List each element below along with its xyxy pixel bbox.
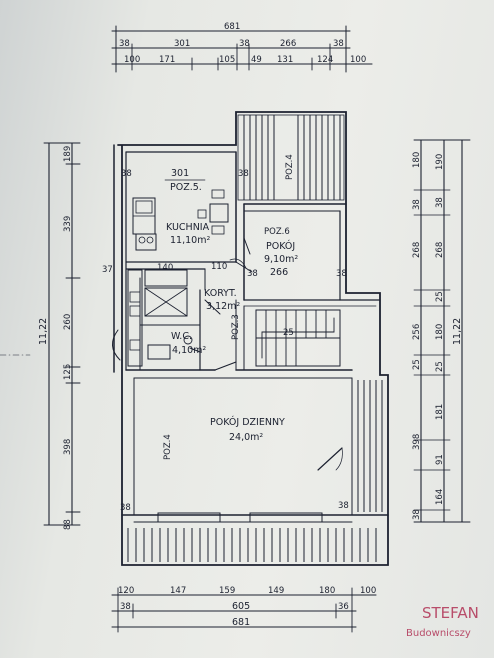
bottom-dimensions: 120 147 159 149 180 100 38 605 36 681 xyxy=(111,586,377,633)
right-dim: 25 xyxy=(435,361,445,372)
wall-thickness-label: 38 xyxy=(247,269,258,279)
left-dim: 339 xyxy=(63,216,73,232)
right-dim: 38 xyxy=(435,197,445,208)
corridor-width-label: 110 xyxy=(211,262,227,272)
door-poz-label: POZ.3 xyxy=(231,314,241,340)
kitchen-name: KUCHNIA xyxy=(166,222,210,233)
bedroom-poz-label: POZ.6 xyxy=(264,227,290,237)
left-dimensions: 11,22 189 339 260 125 398 88 xyxy=(0,142,81,530)
top-dim: 124 xyxy=(317,55,333,65)
wall-thickness-label: 38 xyxy=(121,169,132,179)
wall-thickness-label: 38 xyxy=(238,169,249,179)
bottom-dim: 149 xyxy=(268,586,284,596)
corridor-area: 3,12m² xyxy=(206,301,240,312)
top-dim: 301 xyxy=(174,39,190,49)
terrace-poz-label: POZ.4 xyxy=(285,154,295,180)
top-dim: 100 xyxy=(350,55,366,65)
right-dim: 268 xyxy=(435,242,445,258)
bottom-dim: 159 xyxy=(219,586,235,596)
right-dimensions: 180 38 268 256 25 398 38 190 38 268 25 1… xyxy=(412,139,471,523)
top-dim: 49 xyxy=(251,55,262,65)
top-total-dim: 681 xyxy=(224,22,240,32)
bottom-dim: 180 xyxy=(319,586,335,596)
bottom-dim: 147 xyxy=(170,586,186,596)
right-dim: 180 xyxy=(435,324,445,340)
building-walls xyxy=(113,111,389,566)
wall-thickness-label: 38 xyxy=(120,503,131,513)
room-labels: 301 POZ.5. KUCHNIA 11,10m² POZ.6 POKÓJ 9… xyxy=(102,168,349,513)
right-dim: 268 xyxy=(412,242,422,258)
top-dimensions: 681 38 301 38 266 38 100 171 105 49 131 … xyxy=(111,22,373,73)
bottom-dim: 605 xyxy=(232,601,250,612)
doors xyxy=(189,237,343,471)
right-dim: 190 xyxy=(435,154,445,170)
right-total-dim: 11,22 xyxy=(452,318,463,345)
bottom-dim: 36 xyxy=(338,602,349,612)
left-dim: 189 xyxy=(63,146,73,162)
bedroom-width-label: 266 xyxy=(270,267,288,278)
kitchen-area: 11,10m² xyxy=(170,235,210,246)
left-total-dim: 11,22 xyxy=(38,318,49,345)
living-room-name: POKÓJ DZIENNY xyxy=(210,416,285,428)
kitchen-width-label: 301 xyxy=(171,168,189,179)
stairs-count-label: 25 xyxy=(283,328,294,338)
right-dim: 180 xyxy=(412,152,422,168)
stamp-title: Budownicszy xyxy=(406,628,471,639)
wall-thickness-label: 38 xyxy=(338,501,349,511)
living-room-poz-label: POZ.4 xyxy=(163,434,173,460)
right-dim: 181 xyxy=(435,404,445,420)
right-dim: 398 xyxy=(412,434,422,450)
right-dim: 256 xyxy=(412,324,422,340)
top-dim: 105 xyxy=(219,55,235,65)
left-dim: 398 xyxy=(63,439,73,455)
top-dim: 266 xyxy=(280,39,296,49)
top-dim: 131 xyxy=(277,55,293,65)
bottom-dim: 120 xyxy=(118,586,134,596)
duct-width-label: 140 xyxy=(157,263,173,273)
right-dim: 91 xyxy=(435,454,445,465)
kitchen-fixtures xyxy=(112,189,229,367)
left-dim: 88 xyxy=(63,519,73,530)
wc-name: W.C. xyxy=(171,331,192,342)
right-dim: 38 xyxy=(412,199,422,210)
right-dim: 164 xyxy=(435,489,445,505)
bottom-dim: 100 xyxy=(360,586,376,596)
bottom-dim: 38 xyxy=(120,602,131,612)
right-dim: 38 xyxy=(412,509,422,520)
top-dim: 38 xyxy=(119,39,130,49)
architect-stamp: STEFAN Budownicszy xyxy=(406,604,479,639)
top-dim: 38 xyxy=(333,39,344,49)
staircase: 25 xyxy=(255,309,341,367)
terrace-hatching: POZ.4 xyxy=(127,114,383,562)
top-dim: 100 xyxy=(124,55,140,65)
side-dim-label: 37 xyxy=(102,265,113,275)
bottom-total-dim: 681 xyxy=(232,617,250,628)
wall-thickness-label: 38 xyxy=(336,269,347,279)
wc-area: 4,10m² xyxy=(172,345,206,356)
kitchen-poz-label: POZ.5. xyxy=(170,182,202,193)
top-dim: 171 xyxy=(159,55,175,65)
top-dim: 38 xyxy=(239,39,250,49)
stamp-name: STEFAN xyxy=(422,604,479,622)
bedroom-area: 9,10m² xyxy=(264,254,298,265)
bedroom-name: POKÓJ xyxy=(266,240,295,252)
corridor-name: KORYT. xyxy=(204,288,237,299)
left-dim: 125 xyxy=(63,364,73,380)
living-room-area: 24,0m² xyxy=(229,432,263,443)
right-dim: 25 xyxy=(412,359,422,370)
left-dim: 260 xyxy=(63,314,73,330)
right-dim: 25 xyxy=(435,291,445,302)
